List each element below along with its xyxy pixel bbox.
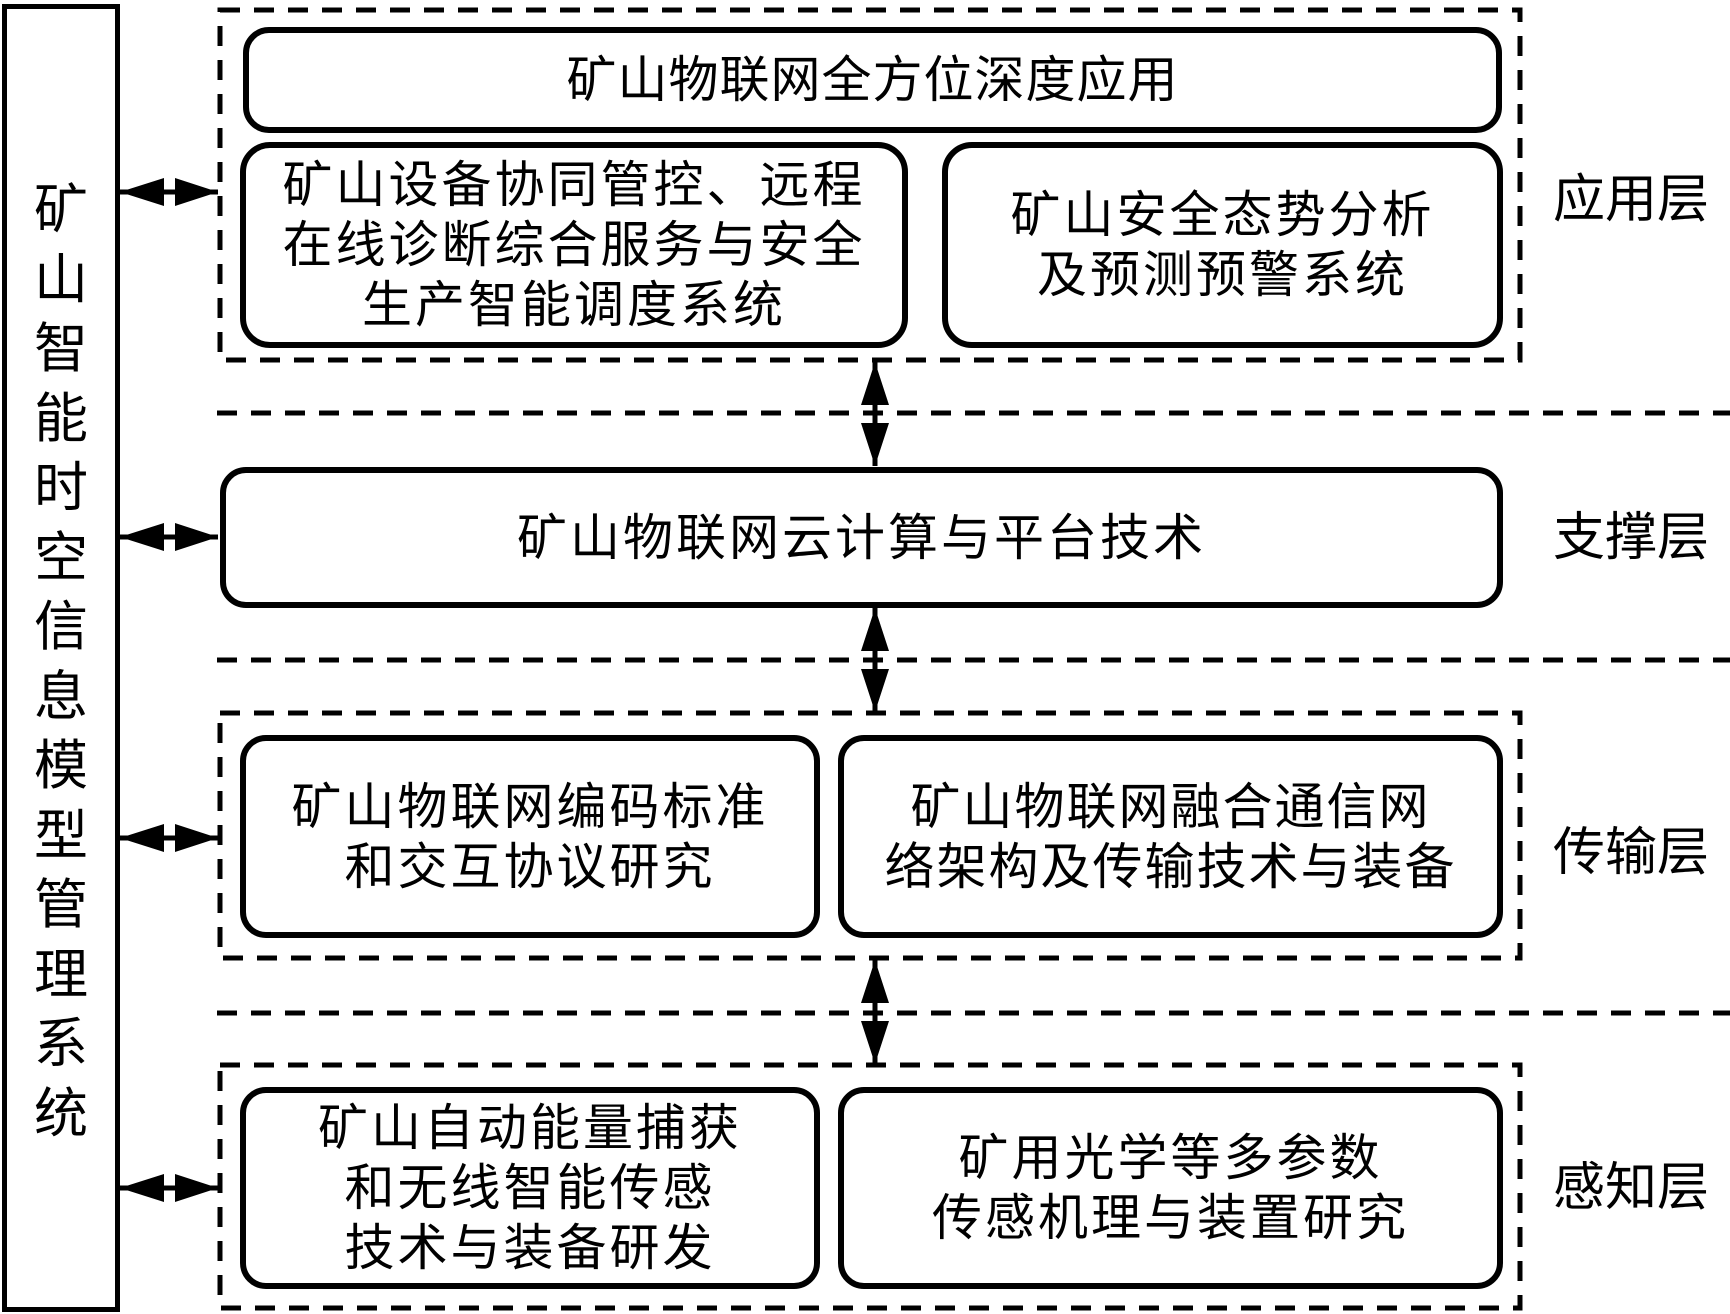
perception-right-text: 矿用光学等多参数 传感机理与装置研究 (932, 1129, 1409, 1247)
application-right-box: 矿山安全态势分析 及预测预警系统 (942, 142, 1503, 348)
side-panel-title: 矿山智能时空信息模型管理系统 (7, 175, 115, 1148)
arrow-side-application (120, 178, 218, 206)
transmission-right-text: 矿山物联网融合通信网 络架构及传输技术与装备 (884, 777, 1457, 896)
perception-layer-frame (217, 1062, 1523, 1311)
side-panel-title-char: 理 (34, 942, 88, 1006)
side-panel-title-char: 空 (34, 525, 88, 589)
application-top-text: 矿山物联网全方位深度应用 (566, 51, 1179, 109)
support-box: 矿山物联网云计算与平台技术 (220, 467, 1503, 608)
transmission-layer-label: 传输层 (1552, 823, 1709, 883)
side-panel-title-char: 管 (34, 873, 88, 936)
arrow-side-support (120, 523, 218, 551)
perception-left-text: 矿山自动能量捕获 和无线智能传感 技术与装备研发 (318, 1099, 742, 1277)
arrow-side-transmission (120, 824, 218, 852)
side-panel-title-char: 模 (34, 734, 88, 797)
side-panel-title-char: 矿 (34, 178, 88, 241)
support-layer-label: 支撑层 (1552, 508, 1709, 568)
side-panel-title-char: 智 (34, 317, 88, 380)
application-top-box: 矿山物联网全方位深度应用 (243, 27, 1502, 133)
transmission-left-text: 矿山物联网编码标准 和交互协议研究 (291, 777, 769, 896)
application-layer-frame (217, 7, 1523, 363)
perception-right-box: 矿用光学等多参数 传感机理与装置研究 (838, 1087, 1503, 1289)
transmission-layer-frame (217, 710, 1523, 961)
perception-left-box: 矿山自动能量捕获 和无线智能传感 技术与装备研发 (240, 1087, 820, 1289)
arrow-application-support (861, 362, 889, 466)
application-left-box: 矿山设备协同管控、远程 在线诊断综合服务与安全 生产智能调度系统 (240, 142, 908, 348)
arrow-transmission-perception (861, 960, 889, 1064)
side-panel-box: 矿山智能时空信息模型管理系统 (2, 4, 120, 1312)
side-panel-title-char: 息 (34, 664, 88, 728)
side-panel-title-char: 时 (34, 456, 88, 519)
arrow-support-transmission (861, 608, 889, 712)
side-panel-title-char: 型 (34, 803, 88, 867)
side-panel-title-char: 山 (34, 247, 88, 311)
application-left-text: 矿山设备协同管控、远程 在线诊断综合服务与安全 生产智能调度系统 (282, 156, 866, 334)
transmission-left-box: 矿山物联网编码标准 和交互协议研究 (240, 735, 820, 938)
side-panel-title-char: 系 (34, 1012, 88, 1075)
application-right-text: 矿山安全态势分析 及预测预警系统 (1010, 186, 1435, 304)
side-panel-title-char: 统 (34, 1081, 88, 1145)
side-panel-title-char: 信 (34, 595, 88, 658)
application-layer-label: 应用层 (1552, 170, 1709, 230)
perception-layer-label: 感知层 (1552, 1158, 1709, 1218)
arrow-side-perception (120, 1174, 218, 1202)
support-text: 矿山物联网云计算与平台技术 (517, 508, 1206, 567)
transmission-right-box: 矿山物联网融合通信网 络架构及传输技术与装备 (838, 735, 1503, 938)
side-panel-title-char: 能 (34, 386, 88, 450)
